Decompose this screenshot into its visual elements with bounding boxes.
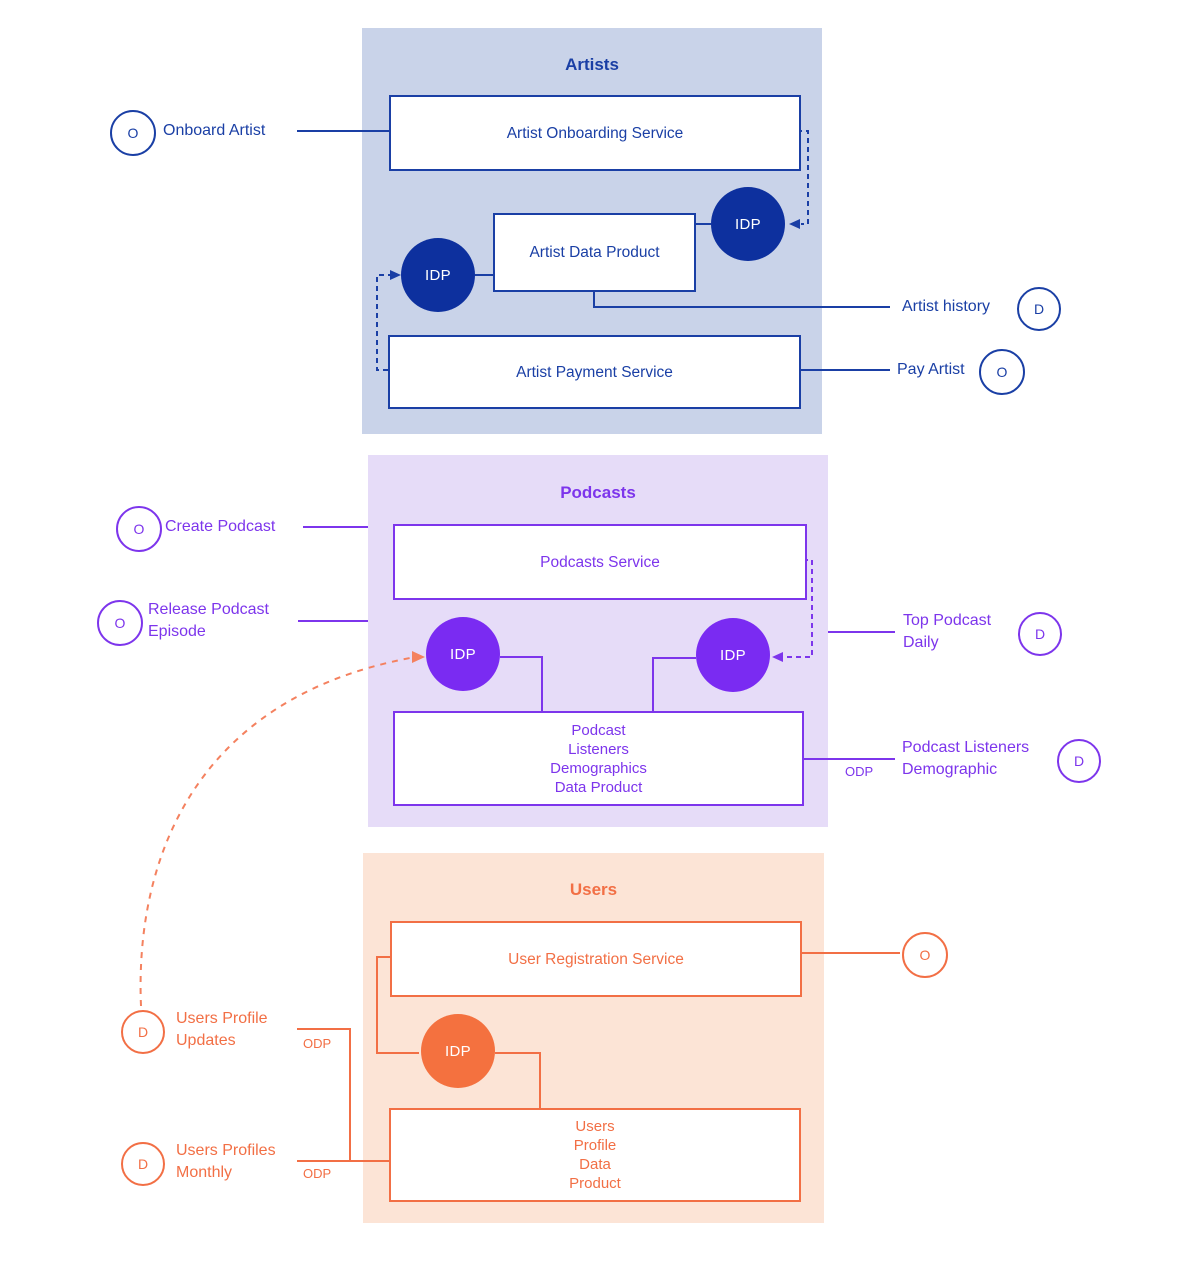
users-profile-updates-line1: Users Profile [176, 1010, 268, 1027]
odp-label-profile-updates: ODP [303, 1036, 332, 1051]
release-podcast-line2: Episode [148, 623, 206, 640]
podcast-data-product-line: Data Product [554, 778, 643, 796]
artist-data-product-label: Artist Data Product [529, 244, 660, 261]
create-podcast-label: Create Podcast [165, 518, 276, 535]
podcast-listeners-line1: Podcast Listeners [902, 739, 1030, 756]
onboard-artist-label: Onboard Artist [163, 122, 266, 139]
data-badge-artist-history: D [1017, 287, 1061, 331]
operation-badge-pay-artist: O [979, 349, 1025, 395]
podcast-listeners-demographic-label: Podcast Listeners Demographic [902, 737, 1029, 781]
top-podcast-line2: Daily [903, 634, 939, 651]
artists-title: Artists [565, 55, 619, 74]
users-profile-updates-label: Users Profile Updates [176, 1008, 268, 1052]
users-profiles-monthly-line1: Users Profiles [176, 1142, 276, 1159]
podcast-data-product-line: Listeners [568, 740, 629, 758]
users-profile-data-product-box: Users Profile Data Product [389, 1108, 801, 1202]
idp-node-podcasts-left: IDP [426, 617, 500, 691]
artist-history-label: Artist history [902, 298, 991, 315]
podcasts-service-box: Podcasts Service [393, 524, 807, 600]
odp-label-podcast-listeners: ODP [845, 764, 874, 779]
idp-node-artists-left: IDP [401, 238, 475, 312]
operation-badge-user-registration: O [902, 932, 948, 978]
idp-node-artists-right: IDP [711, 187, 785, 261]
artist-onboarding-service-box: Artist Onboarding Service [389, 95, 801, 171]
data-badge-podcast-listeners: D [1057, 739, 1101, 783]
users-profiles-monthly-label: Users Profiles Monthly [176, 1140, 276, 1184]
podcast-data-product-line: Demographics [550, 759, 647, 777]
idp-node-podcasts-right: IDP [696, 618, 770, 692]
release-podcast-episode-label: Release Podcast Episode [148, 599, 269, 643]
idp-node-users: IDP [421, 1014, 495, 1088]
operation-badge-release-podcast: O [97, 600, 143, 646]
users-title: Users [569, 880, 618, 899]
users-data-product-line: Data [579, 1156, 611, 1173]
artist-data-product-box: Artist Data Product [493, 213, 696, 292]
operation-badge-onboard-artist: O [110, 110, 156, 156]
data-badge-users-profile-updates: D [121, 1010, 165, 1054]
artist-payment-service-box: Artist Payment Service [388, 335, 801, 409]
podcasts-title: Podcasts [560, 483, 636, 502]
artist-onboarding-service-label: Artist Onboarding Service [506, 124, 684, 142]
podcast-listeners-demographics-box: Podcast Listeners Demographics Data Prod… [393, 711, 804, 806]
users-data-product-line: Profile [573, 1137, 617, 1154]
users-data-product-line: Users [575, 1118, 615, 1135]
top-podcast-daily-label: Top Podcast Daily [903, 610, 991, 654]
users-profiles-monthly-line2: Monthly [176, 1164, 233, 1181]
data-badge-top-podcast-daily: D [1018, 612, 1062, 656]
users-profile-updates-line2: Updates [176, 1032, 236, 1049]
users-data-product-line: Product [569, 1175, 621, 1192]
odp-label-profiles-monthly: ODP [303, 1166, 332, 1181]
podcasts-service-label: Podcasts Service [540, 553, 660, 571]
release-podcast-line1: Release Podcast [148, 601, 269, 618]
data-badge-users-profiles-monthly: D [121, 1142, 165, 1186]
operation-badge-create-podcast: O [116, 506, 162, 552]
podcast-data-product-line: Podcast [571, 721, 626, 739]
podcast-listeners-line2: Demographic [902, 761, 998, 778]
artist-payment-service-label: Artist Payment Service [516, 363, 673, 381]
top-podcast-line1: Top Podcast [903, 612, 992, 629]
user-registration-service-box: User Registration Service [390, 921, 802, 997]
user-registration-service-label: User Registration Service [508, 950, 684, 968]
pay-artist-label: Pay Artist [897, 361, 965, 378]
